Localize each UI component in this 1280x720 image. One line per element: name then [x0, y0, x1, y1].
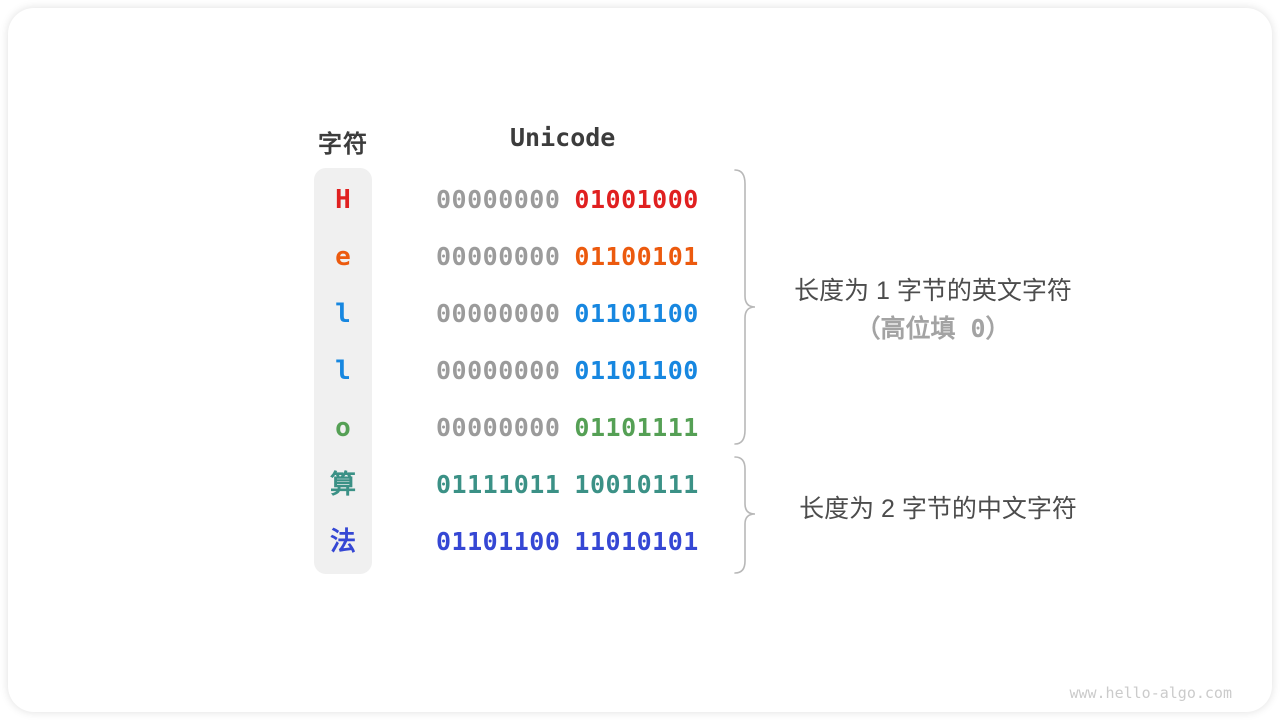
high-byte: 00000000: [436, 242, 561, 271]
char-column-header: 字符: [318, 131, 368, 158]
annotation-english: 长度为 1 字节的英文字符 （高位填 0）: [778, 272, 1088, 348]
character-cell: 算: [329, 469, 356, 500]
low-byte: 01100101: [574, 242, 699, 271]
table-row: l 00000000 01101100: [314, 342, 734, 399]
character-cell: 法: [329, 526, 356, 557]
character-cell: o: [335, 412, 351, 443]
low-byte: 11010101: [574, 527, 699, 556]
watermark: www.hello-algo.com: [1069, 684, 1232, 702]
unicode-binary-cell: 00000000 01101100: [436, 301, 699, 326]
high-byte: 00000000: [436, 413, 561, 442]
unicode-binary-cell: 00000000 01101111: [436, 415, 699, 440]
char-column-background: [314, 168, 372, 574]
low-byte: 01001000: [574, 185, 699, 214]
annotation-chinese: 长度为 2 字节的中文字符: [799, 495, 1077, 523]
unicode-column-header: Unicode: [510, 123, 616, 152]
character-cell: l: [335, 355, 351, 386]
high-byte: 00000000: [436, 356, 561, 385]
high-byte: 01101100: [436, 527, 561, 556]
unicode-binary-cell: 00000000 01100101: [436, 244, 699, 269]
table-row: 法 01101100 11010101: [314, 513, 734, 570]
low-byte: 01101111: [574, 413, 699, 442]
unicode-binary-cell: 01111011 10010111: [436, 472, 699, 497]
character-cell: e: [335, 241, 351, 272]
brace-chinese-group-icon: [734, 456, 756, 574]
brace-english-group-icon: [734, 169, 756, 445]
table-row: e 00000000 01100101: [314, 228, 734, 285]
high-byte: 00000000: [436, 299, 561, 328]
character-cell: l: [335, 298, 351, 329]
table-row: 算 01111011 10010111: [314, 456, 734, 513]
character-cell: H: [335, 184, 351, 215]
unicode-binary-cell: 00000000 01101100: [436, 358, 699, 383]
annotation-english-line2: （高位填 0）: [855, 314, 1011, 343]
low-byte: 10010111: [574, 470, 699, 499]
annotation-english-line1: 长度为 1 字节的英文字符: [794, 277, 1072, 305]
table-row: o 00000000 01101111: [314, 399, 734, 456]
high-byte: 00000000: [436, 185, 561, 214]
low-byte: 01101100: [574, 299, 699, 328]
unicode-binary-cell: 00000000 01001000: [436, 187, 699, 212]
low-byte: 01101100: [574, 356, 699, 385]
unicode-binary-cell: 01101100 11010101: [436, 529, 699, 554]
table-row: l 00000000 01101100: [314, 285, 734, 342]
diagram-card: 字符 Unicode H 00000000 01001000 e 00000000…: [8, 8, 1272, 712]
table-row: H 00000000 01001000: [314, 171, 734, 228]
high-byte: 01111011: [436, 470, 561, 499]
